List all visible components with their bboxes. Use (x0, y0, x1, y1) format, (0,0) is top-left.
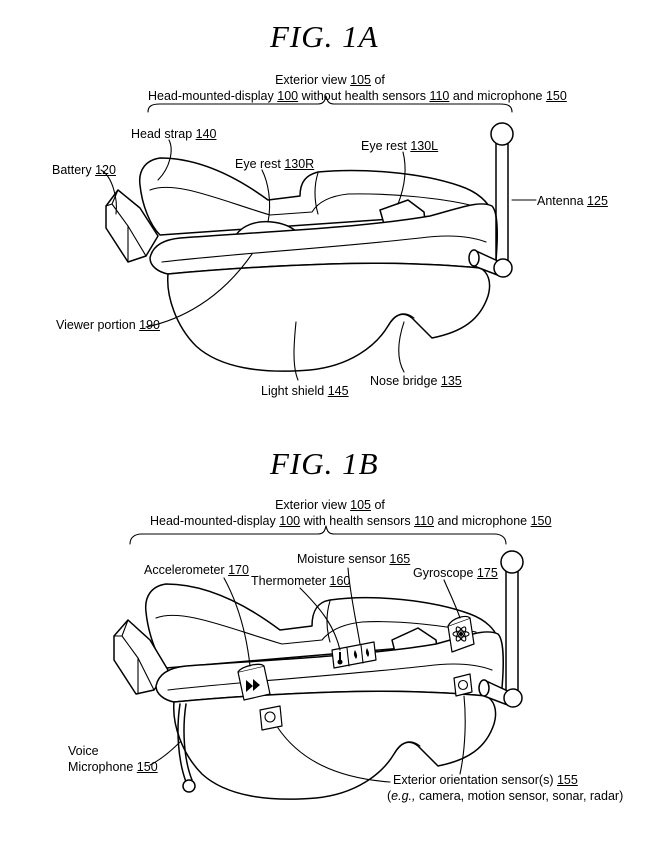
label-battery: Battery 120 (52, 163, 116, 177)
figure-1b-caption-line2: Head-mounted-display 100 with health sen… (150, 514, 552, 528)
label-eye-rest-r: Eye rest 130R (235, 157, 315, 171)
label-antenna: Antenna 125 (537, 194, 608, 208)
thermometer-moisture-sensor-1b (331, 641, 377, 669)
label-viewer-portion: Viewer portion 190 (56, 318, 161, 332)
exterior-orientation-sensor-right-1b (453, 673, 473, 697)
caption-brace-1a (147, 95, 513, 113)
label-exterior-orientation-examples: (e.g., camera, motion sensor, sonar, rad… (387, 789, 624, 803)
antenna-1a (468, 122, 514, 278)
figure-1b-title: FIG. 1B (270, 446, 379, 481)
label-exterior-orientation-sensors: Exterior orientation sensor(s) 155 (393, 773, 578, 787)
accelerometer-sensor-1b (237, 663, 271, 701)
label-thermometer: Thermometer 160 (251, 574, 351, 588)
hmd-drawing-1a (100, 95, 537, 381)
figure-1b-caption-line1: Exterior view 105 of (275, 498, 385, 512)
label-head-strap: Head strap 140 (131, 127, 217, 141)
caption-brace-1b (129, 525, 507, 545)
exterior-orientation-sensor-left-1b (259, 705, 283, 731)
label-accelerometer: Accelerometer 170 (144, 563, 249, 577)
hmd-drawing-1b (113, 525, 524, 800)
label-voice: Voice (68, 744, 99, 758)
label-moisture-sensor: Moisture sensor 165 (297, 552, 411, 566)
light-shield-1b (173, 690, 497, 800)
antenna-1b (478, 550, 524, 708)
figure-1a-title: FIG. 1A (270, 19, 379, 54)
gyroscope-sensor-1b (447, 615, 475, 653)
label-gyroscope: Gyroscope 175 (413, 566, 498, 580)
label-nose-bridge: Nose bridge 135 (370, 374, 462, 388)
label-eye-rest-l: Eye rest 130L (361, 139, 439, 153)
battery-1a (105, 189, 159, 263)
voice-microphone-1b (177, 703, 196, 793)
figure-1a-caption-line1: Exterior view 105 of (275, 73, 385, 87)
figure-1a-caption-line2: Head-mounted-display 100 without health … (148, 89, 567, 103)
label-microphone: Microphone 150 (68, 760, 158, 774)
light-shield-1a (167, 262, 491, 372)
label-light-shield: Light shield 145 (261, 384, 349, 398)
